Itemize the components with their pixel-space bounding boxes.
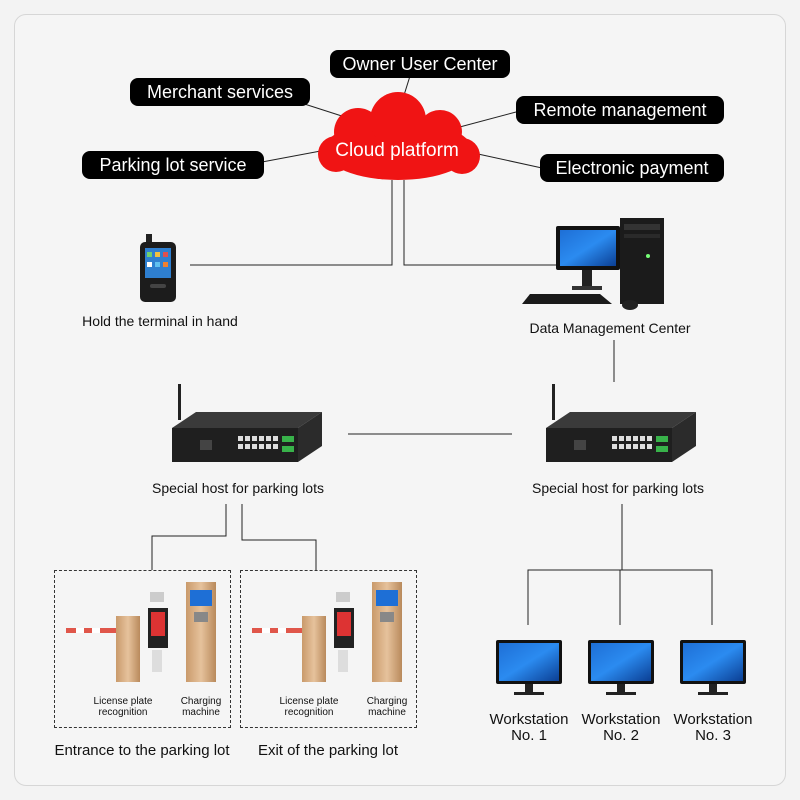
workstation-3-label: Workstation No. 3 (668, 712, 758, 744)
workstation-3-line2: No. 3 (695, 727, 731, 744)
workstation-2-label: Workstation No. 2 (576, 712, 666, 744)
workstation-monitor-1-icon (496, 640, 562, 695)
right-host-caption: Special host for parking lots (532, 480, 704, 496)
exit-lpr-label: License plate recognition (274, 696, 344, 718)
entrance-box (54, 570, 231, 728)
workstation-1-line2: No. 1 (511, 727, 547, 744)
cloud-connectors (151, 180, 713, 625)
workstation-monitor-2-icon (588, 640, 654, 695)
data-center-computer-illustration (522, 218, 664, 310)
left-host-caption: Special host for parking lots (152, 480, 324, 496)
data-center-caption: Data Management Center (529, 320, 691, 336)
exit-lpr-line1: License plate (279, 696, 339, 707)
parking-lot-service-pill: Parking lot service (82, 151, 264, 179)
entrance-equipment-illustration (66, 582, 216, 682)
exit-box (240, 570, 417, 728)
exit-lpr-line2: recognition (284, 707, 334, 718)
owner-user-center-pill: Owner User Center (330, 50, 510, 78)
exit-charge-line1: Charging (366, 696, 408, 707)
remote-management-pill: Remote management (516, 96, 724, 124)
right-host-illustration (546, 384, 696, 462)
exit-caption: Exit of the parking lot (257, 742, 399, 759)
workstation-1-line1: Workstation (489, 711, 569, 728)
entrance-caption: Entrance to the parking lot (54, 742, 230, 759)
cloud-platform-label: Cloud platform (335, 140, 459, 161)
exit-charge-label: Charging machine (362, 696, 412, 718)
entrance-charge-label: Charging machine (176, 696, 226, 718)
terminal-caption: Hold the terminal in hand (82, 313, 238, 329)
entrance-lpr-line1: License plate (93, 696, 153, 707)
electronic-payment-pill: Electronic payment (540, 154, 724, 182)
exit-charge-line2: machine (368, 707, 406, 718)
workstation-1-label: Workstation No. 1 (484, 712, 574, 744)
exit-equipment-illustration (252, 582, 402, 682)
merchant-services-pill: Merchant services (130, 78, 310, 106)
cloud-shape (318, 92, 480, 180)
workstation-3-line1: Workstation (673, 711, 753, 728)
workstation-2-line2: No. 2 (603, 727, 639, 744)
workstation-2-line1: Workstation (581, 711, 661, 728)
entrance-charge-line2: machine (182, 707, 220, 718)
entrance-charge-line1: Charging (180, 696, 222, 707)
left-host-illustration (172, 384, 322, 462)
entrance-lpr-label: License plate recognition (88, 696, 158, 718)
workstation-monitor-3-icon (680, 640, 746, 695)
handheld-terminal-illustration (140, 234, 176, 302)
entrance-lpr-line2: recognition (98, 707, 148, 718)
